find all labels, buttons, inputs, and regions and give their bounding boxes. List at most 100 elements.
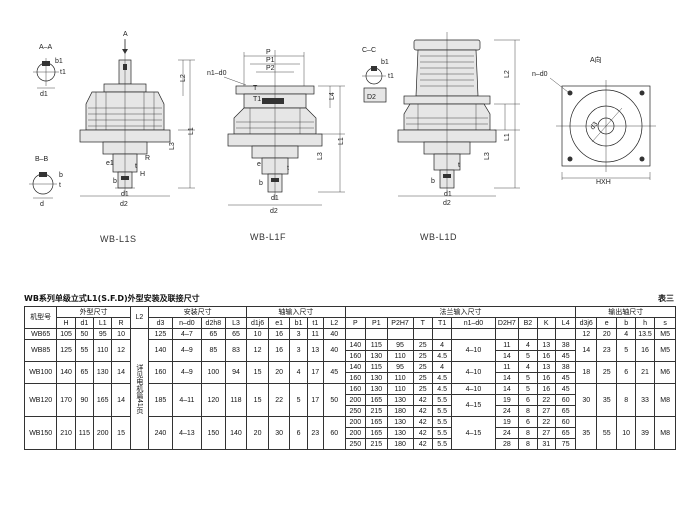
svg-text:L3: L3 — [317, 152, 324, 160]
col-p1: P1 — [365, 317, 388, 329]
col-d3j6: d3j6 — [575, 317, 597, 329]
header-row-1: 机型号 外型尺寸 L2 安装尺寸 轴输入尺寸 法兰输入尺寸 输出轴尺寸 — [23, 306, 676, 329]
table-cell: 35 — [595, 383, 618, 417]
table-cell: 65 — [554, 405, 577, 417]
table-cell: 4 — [518, 361, 538, 373]
table-title: WB系列单级立式L1(S.F.D)外型安装及联接尺寸 — [24, 294, 200, 303]
table-cell: 25 — [412, 361, 433, 373]
svg-text:d2: d2 — [120, 201, 128, 208]
table-cell: 4 — [518, 339, 538, 351]
col-t: T — [412, 317, 433, 329]
table-cell: 3 — [289, 328, 308, 340]
table-cell: M8 — [654, 383, 676, 417]
table-cell: 210 — [56, 416, 76, 450]
table-cell: 5 — [518, 350, 538, 362]
svg-text:L1: L1 — [504, 133, 511, 141]
table-cell: 38 — [554, 361, 577, 373]
table-cell: 14 — [494, 383, 520, 395]
model-cell: WB65 — [23, 328, 58, 340]
table-cell — [451, 328, 496, 340]
table-cell: 4–15 — [451, 394, 496, 417]
table-cell: 125 — [148, 328, 173, 340]
table-cell: 200 — [93, 416, 113, 450]
col-l2: L2 — [322, 317, 346, 329]
header-mount: 安装尺寸 — [148, 306, 248, 318]
table-cell: 13 — [306, 339, 324, 362]
col-n-d0: n–d0 — [171, 317, 202, 329]
table-cell: M8 — [654, 416, 676, 450]
table-cell: 40 — [322, 328, 346, 340]
table-cell: 14 — [494, 372, 520, 384]
table-cell: 45 — [554, 350, 577, 362]
svg-text:t: t — [59, 182, 61, 189]
label-cc: C–C — [362, 47, 376, 54]
table-cell: 38 — [554, 339, 577, 351]
svg-text:L2: L2 — [180, 74, 187, 82]
table-cell: 25 — [412, 372, 433, 384]
table-cell: 5 — [518, 372, 538, 384]
table-cell: 50 — [74, 328, 95, 340]
col-h-out: h — [634, 317, 656, 329]
table-cell: 8 — [518, 405, 538, 417]
svg-text:d1: d1 — [121, 191, 129, 198]
table-cell: 130 — [386, 394, 414, 406]
col-d3: d3 — [148, 317, 173, 329]
table-cell: 13 — [536, 339, 556, 351]
table-cell: 118 — [224, 383, 248, 417]
table-cell: 30 — [575, 383, 597, 417]
table-cell: 250 — [344, 405, 367, 417]
table-cell: 5.5 — [431, 405, 453, 417]
svg-text:H: H — [140, 171, 145, 178]
table-cell: 90 — [74, 383, 95, 417]
table-cell: 200 — [344, 427, 367, 439]
table-cell: 42 — [412, 394, 433, 406]
table-cell: 55 — [74, 339, 95, 362]
table-cell: 130 — [93, 361, 113, 384]
table-cell: 55 — [595, 416, 618, 450]
table-cell: M5 — [654, 328, 676, 340]
table-cell: 4.5 — [431, 350, 453, 362]
table-cell: 14 — [111, 383, 131, 417]
svg-text:t: t — [135, 163, 137, 170]
header-input-shaft: 轴输入尺寸 — [246, 306, 346, 318]
table-cell: 110 — [386, 372, 414, 384]
col-t1: t1 — [306, 317, 324, 329]
table-cell: 5.5 — [431, 438, 453, 450]
table-cell: 215 — [365, 438, 388, 450]
table-cell: 130 — [386, 427, 414, 439]
table-cell: 42 — [412, 405, 433, 417]
table-cell: 83 — [224, 339, 248, 362]
table-cell: 25 — [595, 361, 618, 384]
table-cell: 165 — [365, 394, 388, 406]
svg-text:t1: t1 — [60, 69, 66, 76]
table-cell: 3 — [289, 339, 308, 362]
table-cell: 16 — [536, 383, 556, 395]
drawings: A–A b1 t1 d1 B–B b t d A — [29, 31, 656, 244]
view-title-wb-l1s: WB-L1S — [100, 234, 137, 244]
header-outer: 外型尺寸 — [56, 306, 131, 318]
table-cell: 60 — [554, 394, 577, 406]
table-cell: 6 — [289, 416, 308, 450]
table-cell: 15 — [246, 383, 269, 417]
table-cell: 16 — [267, 328, 291, 340]
svg-text:d: d — [40, 201, 44, 208]
table-cell — [518, 328, 538, 340]
table-cell: 180 — [386, 438, 414, 450]
table-cell: 170 — [56, 383, 76, 417]
table-cell: 110 — [386, 383, 414, 395]
col-b: b — [616, 317, 636, 329]
svg-text:d2: d2 — [443, 200, 451, 207]
table-cell: 14 — [111, 361, 131, 384]
table-cell: 115 — [365, 361, 388, 373]
table-cell: 22 — [267, 383, 291, 417]
col-d1: d1 — [74, 317, 95, 329]
table-cell: 160 — [148, 361, 173, 384]
table-cell: 11 — [494, 361, 520, 373]
svg-text:R: R — [145, 155, 150, 162]
